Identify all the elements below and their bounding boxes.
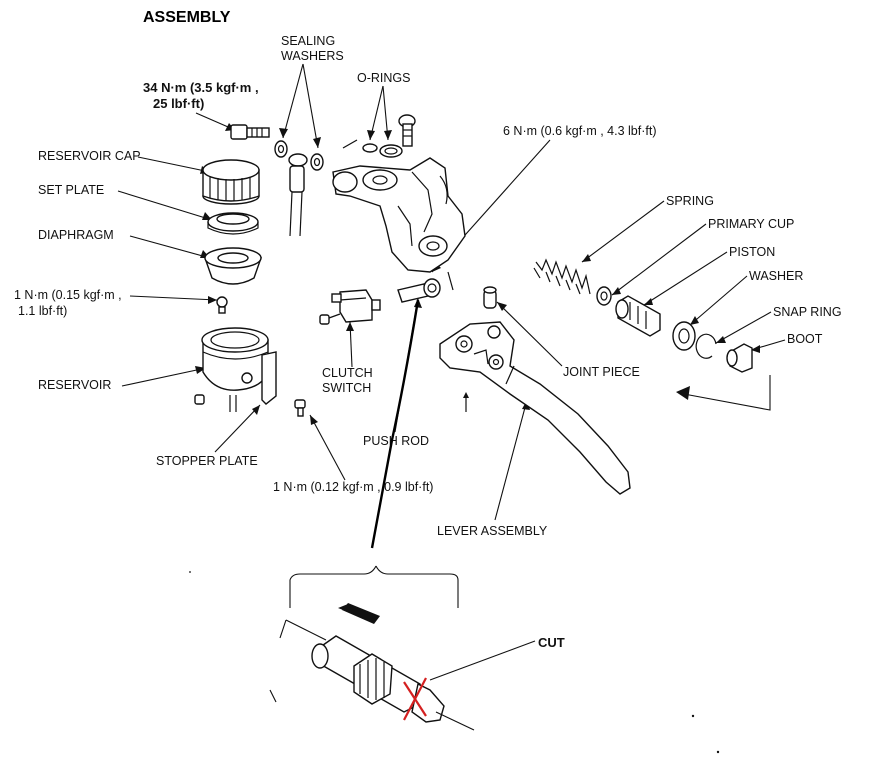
o-ring-parts [342,139,403,158]
push-rod-callout-line [370,299,420,549]
label-spring: SPRING [666,194,714,208]
joint-piece-part [483,286,497,309]
label-torque-bolt-2: 25 lbf·ft) [153,96,204,111]
diaphragm-part [204,247,262,285]
detail-push-rod-part [269,619,475,731]
label-boot: BOOT [787,332,823,346]
push-rod-part [397,278,441,303]
boot-part [726,343,753,373]
banjo-bolt-part [230,124,270,140]
label-torque-cap-1: 1 N·m (0.15 kgf·m , [14,288,122,302]
primary-cup-part [596,286,612,306]
label-push-rod: PUSH ROD [363,434,429,448]
label-sealing-washers-2: WASHERS [281,49,344,63]
label-torque-pivot: 6 N·m (0.6 kgf·m , 4.3 lbf·ft) [503,124,657,138]
cap-screw-part [216,296,228,314]
lever-assembly-part [439,321,631,495]
sealing-washer-parts [274,140,324,171]
label-diaphragm: DIAPHRAGM [38,228,114,242]
label-primary-cup: PRIMARY CUP [708,217,794,231]
label-washer: WASHER [749,269,803,283]
label-piston: PISTON [729,245,775,259]
label-snap-ring: SNAP RING [773,305,842,319]
spring-part [533,258,591,295]
label-cut: CUT [538,635,565,650]
cut-mark [403,677,427,721]
leader-arrowheads [195,123,760,425]
snap-ring-part [695,333,717,359]
stray-dots [189,571,720,754]
piston-part [615,295,661,337]
clutch-switch-part [319,289,381,325]
label-reservoir: RESERVOIR [38,378,111,392]
label-set-plate: SET PLATE [38,183,104,197]
detail-direction-arrow [338,603,380,624]
label-lever-assembly: LEVER ASSEMBLY [437,524,548,538]
master-cylinder-part [332,157,466,291]
stopper-screw-part [294,399,306,417]
label-reservoir-cap: RESERVOIR CAP [38,149,141,163]
set-plate-part [207,212,259,235]
assembly-direction-arrow [676,375,771,411]
label-torque-cap-2: 1.1 lbf·ft) [18,304,67,318]
label-torque-bolt-1: 34 N·m (3.5 kgf·m , [143,80,259,95]
washer-part [672,321,696,351]
reservoir-part [194,327,277,412]
label-o-rings: O-RINGS [357,71,410,85]
reservoir-cap-part [202,159,260,205]
label-sealing-washers-1: SEALING [281,34,335,48]
diagram-title: ASSEMBLY [143,9,231,26]
label-clutch-switch-2: SWITCH [322,381,371,395]
label-joint-piece: JOINT PIECE [563,365,640,379]
label-stopper-plate: STOPPER PLATE [156,454,258,468]
label-torque-stopper: 1 N·m (0.12 kgf·m , 0.9 lbf·ft) [273,480,433,494]
reservoir-bolt-part [398,114,416,147]
detail-brace [289,565,459,608]
label-clutch-switch-1: CLUTCH [322,366,373,380]
brake-hose-part [288,153,308,237]
